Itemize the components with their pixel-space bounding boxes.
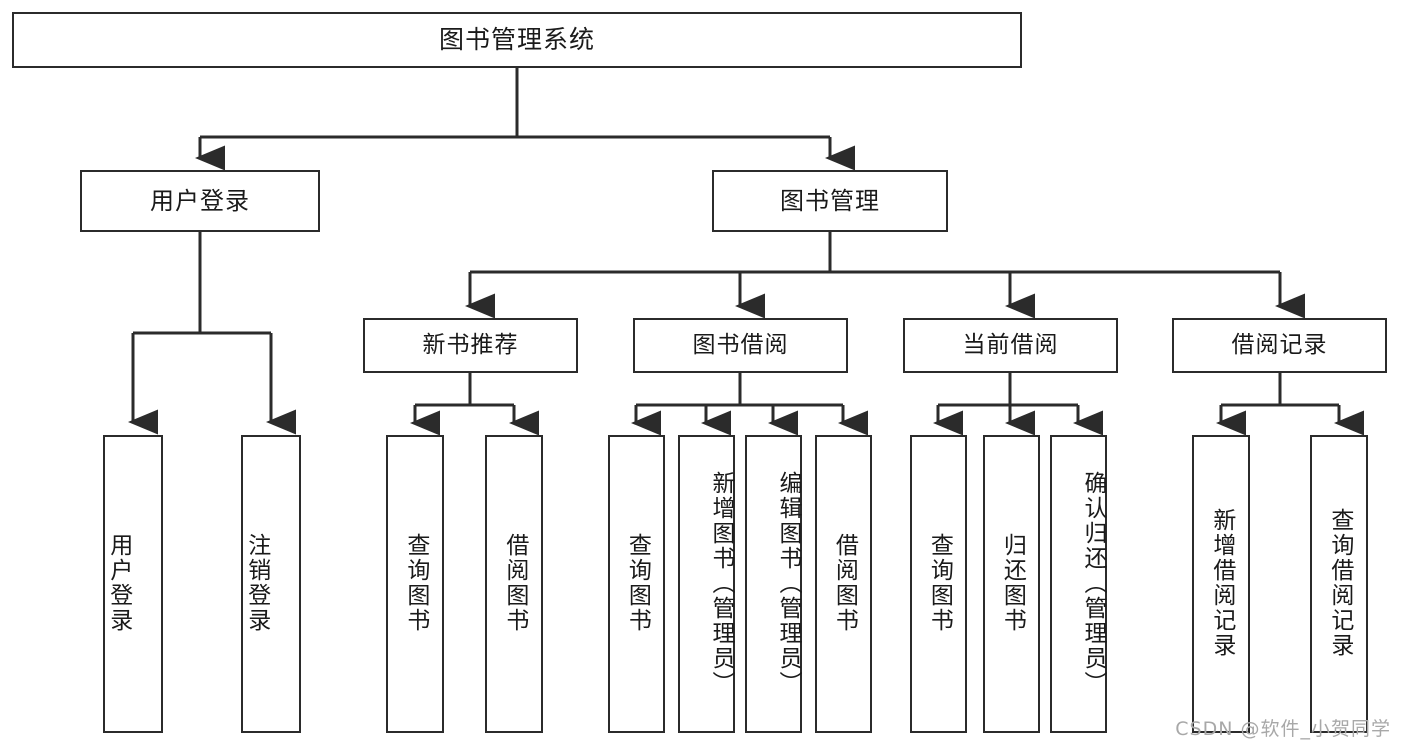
node-book-manage-label: 图书管理 — [780, 187, 880, 215]
node-new-book-rec-label: 新书推荐 — [422, 332, 519, 359]
node-leaf-edit-book-label: 编辑图书（管理员） — [775, 470, 801, 696]
node-leaf-query-book-2-label: 查询图书 — [624, 533, 651, 633]
edge-root-to-level2 — [195, 68, 855, 171]
node-borrow-record-label: 借阅记录 — [1231, 332, 1328, 359]
node-user-login-label: 用户登录 — [150, 187, 250, 215]
node-current-borrow[interactable]: 当前借阅 — [903, 318, 1118, 373]
edge-currentborrow-to-leaves — [933, 373, 1103, 436]
edge-bookborrow-to-leaves — [631, 373, 868, 436]
node-leaf-borrow-book-2-label: 借阅图书 — [831, 533, 858, 633]
node-current-borrow-label: 当前借阅 — [962, 332, 1059, 359]
node-leaf-user-logout[interactable]: 注销登录 — [241, 435, 301, 733]
node-book-borrow-label: 图书借阅 — [692, 332, 789, 359]
node-new-book-rec[interactable]: 新书推荐 — [363, 318, 578, 373]
node-leaf-return-book[interactable]: 归还图书 — [983, 435, 1040, 733]
node-leaf-query-book-1-label: 查询图书 — [402, 533, 429, 633]
node-leaf-query-record-label: 查询借阅记录 — [1326, 508, 1353, 658]
node-book-borrow[interactable]: 图书借阅 — [633, 318, 848, 373]
watermark-text: CSDN @软件_小贺同学 — [1175, 718, 1391, 740]
node-leaf-borrow-book-1-label: 借阅图书 — [501, 533, 528, 633]
node-leaf-user-logout-label: 注销登录 — [243, 533, 270, 633]
edge-bookmanage-to-level3 — [465, 232, 1305, 319]
edge-newbookrec-to-leaves — [410, 373, 539, 436]
node-leaf-edit-book[interactable]: 编辑图书（管理员） — [745, 435, 802, 733]
node-root[interactable]: 图书管理系统 — [12, 12, 1022, 68]
node-leaf-add-book[interactable]: 新增图书（管理员） — [678, 435, 735, 733]
node-leaf-query-book-3[interactable]: 查询图书 — [910, 435, 967, 733]
node-leaf-add-record-label: 新增借阅记录 — [1208, 508, 1235, 658]
node-leaf-add-record[interactable]: 新增借阅记录 — [1192, 435, 1250, 733]
node-borrow-record[interactable]: 借阅记录 — [1172, 318, 1387, 373]
node-book-manage[interactable]: 图书管理 — [712, 170, 948, 232]
node-leaf-return-book-label: 归还图书 — [999, 533, 1026, 633]
node-leaf-confirm-return[interactable]: 确认归还（管理员） — [1050, 435, 1107, 733]
edge-userlogin-to-leaves — [128, 232, 296, 435]
node-leaf-query-record[interactable]: 查询借阅记录 — [1310, 435, 1368, 733]
node-root-label: 图书管理系统 — [438, 25, 595, 55]
node-leaf-query-book-3-label: 查询图书 — [926, 533, 953, 633]
node-leaf-confirm-return-label: 确认归还（管理员） — [1080, 470, 1106, 696]
node-leaf-user-login[interactable]: 用户登录 — [103, 435, 163, 733]
node-leaf-query-book-1[interactable]: 查询图书 — [386, 435, 444, 733]
node-user-login[interactable]: 用户登录 — [80, 170, 320, 232]
node-leaf-borrow-book-1[interactable]: 借阅图书 — [485, 435, 543, 733]
node-leaf-user-login-label: 用户登录 — [105, 533, 132, 633]
node-leaf-query-book-2[interactable]: 查询图书 — [608, 435, 665, 733]
edge-borrowrecord-to-leaves — [1216, 373, 1364, 436]
node-leaf-borrow-book-2[interactable]: 借阅图书 — [815, 435, 872, 733]
node-leaf-add-book-label: 新增图书（管理员） — [708, 470, 734, 696]
